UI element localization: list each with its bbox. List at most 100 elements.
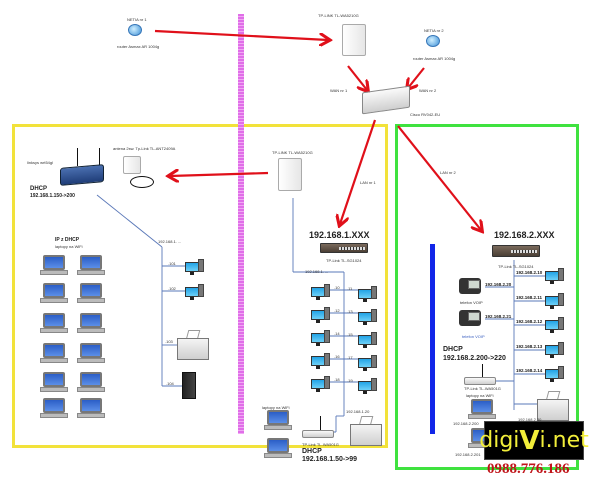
- laptop-icon: [77, 313, 105, 333]
- laptop-icon: [264, 410, 292, 430]
- arrow-isp2-to-lb: [408, 67, 425, 88]
- arrow-lb-to-lan1: [340, 119, 377, 224]
- laptop-icon: [40, 398, 68, 418]
- host-ip-101: .101: [168, 261, 176, 266]
- laptop-icon: [40, 343, 68, 363]
- pc-icon: [358, 355, 378, 371]
- antenna-label: antena 2sw. Tp-Link TL-ANT2409A: [113, 146, 176, 151]
- printer-icon: [177, 328, 209, 360]
- laptop-icon: [40, 255, 68, 275]
- antenna-panel-icon: [123, 156, 141, 174]
- laptops-subtitle: laptopy na WiFi: [55, 244, 83, 249]
- center-wifi-ap-icon: [302, 430, 334, 438]
- lan2-dhcp-title: DHCP: [443, 346, 463, 353]
- left-subnet-label: 192.168.1. ...: [158, 239, 182, 244]
- pc-icon: [545, 317, 565, 333]
- pc-icon: [311, 330, 331, 346]
- lan1-printer-ip: 192.168.1.20: [346, 409, 370, 414]
- laptop-icon: [40, 313, 68, 333]
- isp2-device-label: router Asmax AR 1004g: [413, 56, 456, 61]
- pc-icon: [311, 353, 331, 369]
- laptop-icon: [40, 372, 68, 392]
- laptop-icon: [468, 399, 496, 419]
- vlan-bar: [430, 244, 435, 434]
- pc-ip-label: .17: [347, 355, 353, 360]
- arrow-lb-to-lan2: [397, 125, 481, 230]
- wifi-router-icon: [60, 164, 104, 186]
- lan2-dhcp-range: 192.168.2.200->220: [443, 355, 506, 362]
- load-balancer-label: Cisco RV042-EU: [410, 112, 441, 117]
- pc-icon: [358, 286, 378, 302]
- wifi-router-label: linksys wrt54gl: [27, 160, 54, 165]
- voip-phone-icon: [459, 278, 481, 294]
- pc-icon: [358, 309, 378, 325]
- divider-bar: [238, 14, 244, 434]
- pc-icon: [358, 378, 378, 394]
- brand-logo: digi V i.net: [479, 421, 589, 460]
- pc-ip-label: 192.168.2.14: [516, 368, 543, 373]
- pc-ip-label: .11: [347, 286, 353, 291]
- lan2-wifi-antenna: [482, 364, 483, 378]
- host-ip-102: .102: [168, 286, 176, 291]
- laptop-icon: [77, 372, 105, 392]
- lan1-switch-label: TP-Link TL-SG1024: [326, 258, 362, 263]
- phone-label-2: telefon VOIP: [462, 334, 485, 339]
- antenna-left: [77, 148, 78, 166]
- arrow-ap-to-antenna: [170, 173, 269, 176]
- lan1-subnet-label: 192.168.1. ...: [305, 269, 329, 274]
- laptop-ip-200: 192.168.2.200: [453, 421, 479, 426]
- arrow-isp1-to-ap: [154, 29, 328, 40]
- lan1-zone-box: [12, 124, 388, 448]
- pc-ip-label: 192.168.2.12: [516, 319, 543, 324]
- pc-icon: [185, 284, 205, 300]
- center-ap-label: TP-LINK TL-WA5210G: [272, 150, 313, 155]
- lan1-subnet-title: 192.168.1.XXX: [309, 230, 370, 240]
- isp1-router-icon: [128, 24, 142, 36]
- laptop-icon: [77, 398, 105, 418]
- isp2-label: NETIA nr 2: [424, 28, 444, 33]
- brand-logo-v: V: [519, 425, 540, 456]
- phone-ip-20: 192.168.2.20: [485, 282, 512, 287]
- center-ap-icon: [278, 158, 302, 191]
- lan1-switch-icon: [320, 243, 368, 253]
- lan2-label: LAN nr 2: [440, 170, 456, 175]
- phone-label-1: telefon VOIP: [460, 300, 483, 305]
- isp1-device-label: router Asmax AR 1004g: [117, 44, 160, 49]
- pc-ip-label: 192.168.2.11: [516, 295, 543, 300]
- antenna-right: [99, 148, 100, 166]
- center-dhcp-title: DHCP: [302, 448, 322, 455]
- ap-top-label: TP-LINK TL-WA5210G: [318, 13, 359, 18]
- center-dhcp-range: 192.168.1.50->99: [302, 456, 358, 463]
- pc-ip-label: 192.168.2.13: [516, 344, 543, 349]
- pc-icon: [545, 268, 565, 284]
- lan2-wifi-ap-icon: [464, 377, 496, 385]
- nas-icon: [182, 372, 196, 399]
- pc-icon: [358, 332, 378, 348]
- brand-phone: 0988.776.186: [487, 461, 570, 477]
- wifi-ap-antenna: [320, 416, 321, 430]
- laptop-icon: [40, 283, 68, 303]
- wifi-router-dhcp-title: DHCP: [30, 186, 48, 192]
- host-ip-103: .103: [165, 339, 173, 344]
- lan2-printer-ip: 192.168.2.30: [518, 417, 542, 422]
- printer-icon: [350, 414, 382, 446]
- isp2-router-icon: [426, 35, 440, 47]
- laptop-icon: [77, 283, 105, 303]
- pc-ip-label: .19: [347, 378, 353, 383]
- laptop-ip-201: 192.168.2.201: [455, 452, 481, 457]
- voip-phone-icon: [459, 310, 481, 326]
- pc-icon: [311, 376, 331, 392]
- center-laptops-label: laptopy na WiFi: [262, 405, 290, 410]
- wan2-label: WAN nr 2: [419, 88, 437, 93]
- brand-logo-left: digi: [479, 428, 520, 453]
- pc-icon: [185, 259, 205, 275]
- laptop-icon: [77, 343, 105, 363]
- pc-ip-label: .14: [334, 331, 340, 336]
- pc-ip-label: .13: [347, 309, 353, 314]
- lan2-subnet-title: 192.168.2.XXX: [494, 230, 555, 240]
- lan1-label: LAN nr 1: [360, 180, 376, 185]
- pc-icon: [545, 342, 565, 358]
- lan2-switch-icon: [492, 245, 540, 257]
- pc-ip-label: 192.168.2.10: [516, 270, 543, 275]
- printer-icon: [537, 389, 569, 421]
